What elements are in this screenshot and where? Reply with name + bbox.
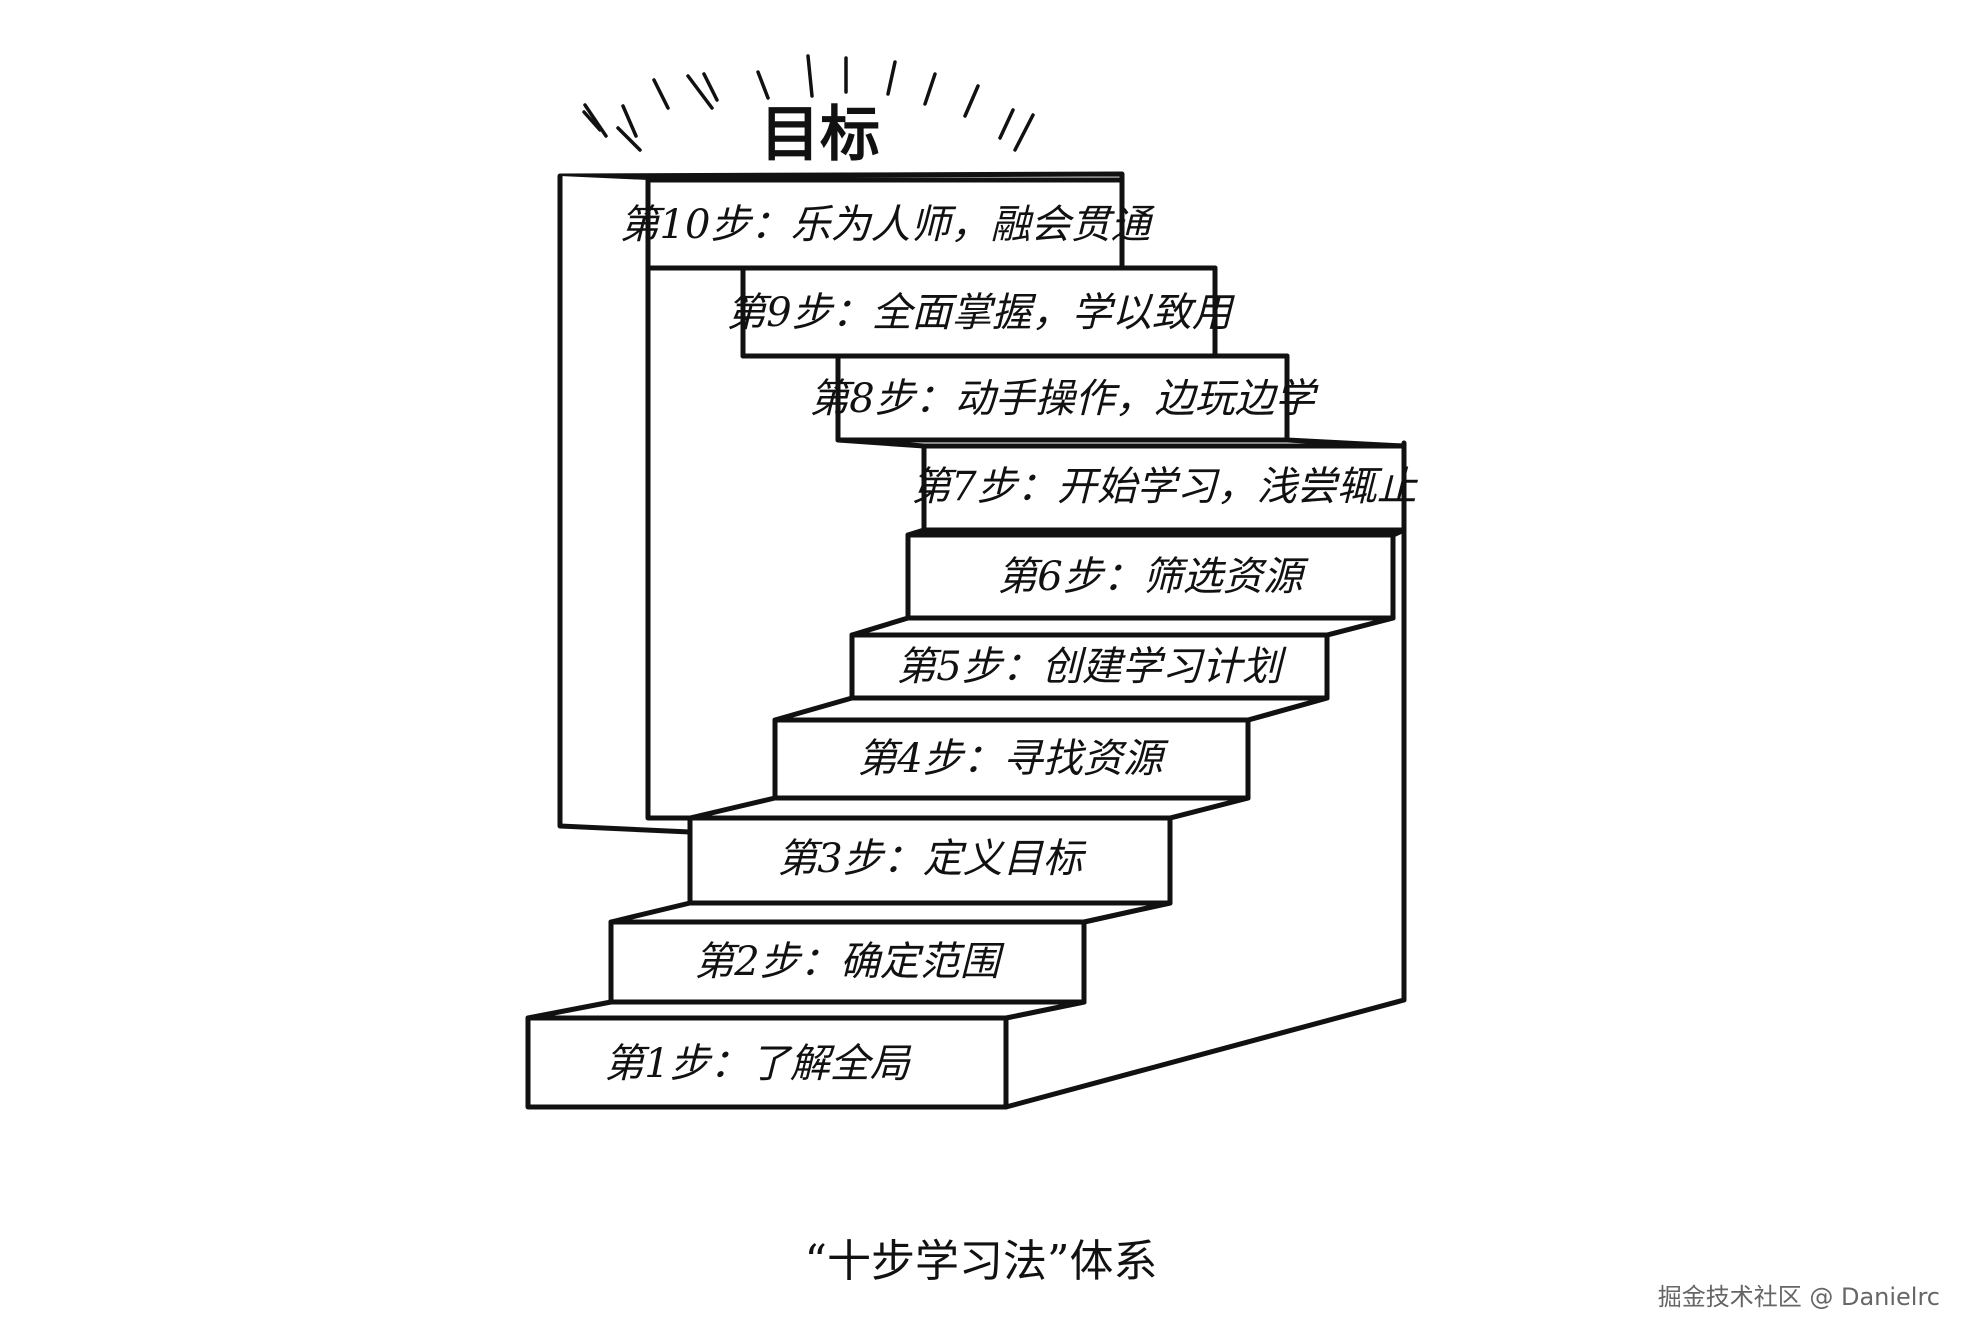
step-6-label: 第6步：筛选资源 [997, 554, 1308, 600]
step-2 [608, 919, 1087, 1005]
step-3-label: 第3步：定义目标 [777, 836, 1086, 882]
step-7 [921, 443, 1407, 533]
figure-caption: “十步学习法”体系 [804, 1236, 1158, 1287]
tread-3 [687, 795, 1251, 821]
tread-4 [772, 695, 1330, 723]
step-1 [525, 1015, 1009, 1110]
step-6 [905, 532, 1396, 621]
watermark: 掘金技术社区 @ Danielrc [1657, 1283, 1940, 1311]
step-10-label: 第10步：乐为人师，融会贯通 [620, 202, 1156, 248]
step-4-label: 第4步：寻找资源 [857, 736, 1168, 782]
step-8-label: 第8步：动手操作，边玩边学 [809, 376, 1318, 422]
step-5-label: 第5步：创建学习计划 [896, 644, 1286, 690]
step-3 [687, 815, 1173, 906]
goal-rays-icon [582, 54, 1035, 152]
goal-label: 目标 [760, 100, 880, 170]
tread-2 [608, 900, 1173, 925]
step-1-label: 第1步：了解全局 [604, 1041, 911, 1087]
step-4 [772, 717, 1251, 801]
step-5 [849, 632, 1330, 701]
step-10 [645, 177, 1125, 271]
step-7-label: 第7步：开始学习，浅尝辄止 [911, 464, 1418, 510]
left-wall [557, 176, 693, 835]
step-9-label: 第9步：全面掌握，学以致用 [726, 290, 1235, 336]
tread-5 [849, 615, 1396, 638]
step-2-label: 第2步：确定范围 [694, 939, 1004, 985]
step-8 [835, 353, 1290, 443]
